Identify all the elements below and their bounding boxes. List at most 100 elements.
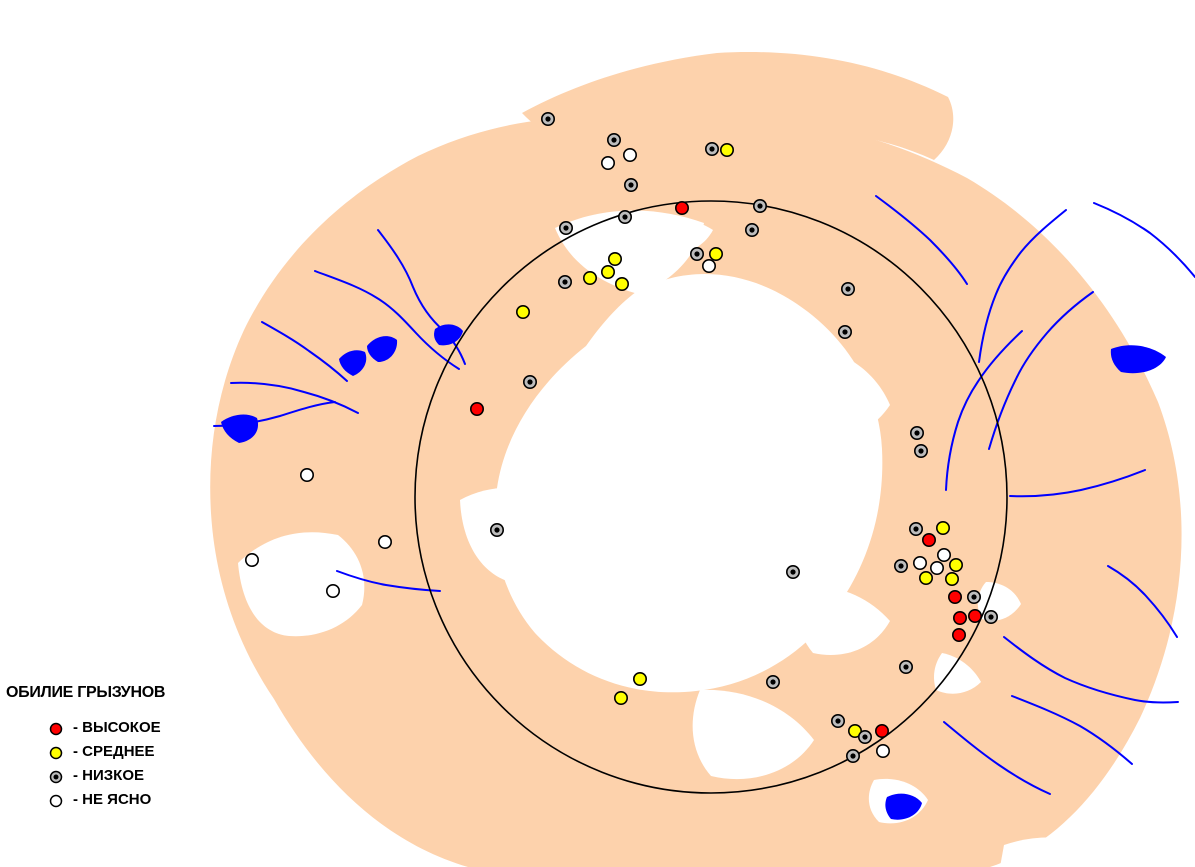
observation-marker-unclear-1 (600, 156, 615, 171)
marker-center-low-15 (918, 448, 924, 454)
marker-outline-medium-1 (719, 143, 734, 158)
marker-center-low-8 (757, 203, 763, 209)
marker-center-low-3 (628, 182, 634, 188)
observation-marker-low-25 (857, 729, 872, 744)
observation-marker-high-7 (951, 627, 966, 642)
marker-center-low-4 (622, 214, 628, 220)
marker-center-low-18 (898, 563, 904, 569)
river-dnieper (943, 721, 1051, 795)
legend-low-marker-center (53, 774, 59, 780)
barents-sea (795, 585, 890, 655)
river-mackenzie (377, 229, 466, 365)
legend-label-low: - НИЗКОЕ (73, 767, 145, 784)
land-alaska-chukotka (520, 97, 913, 242)
river-volga (1003, 636, 1179, 704)
observation-marker-medium-2 (607, 252, 622, 267)
river-don (1011, 695, 1133, 765)
marker-center-low-22 (903, 664, 909, 670)
legend-high-marker-circle (49, 722, 63, 736)
marker-outline-medium-5 (614, 276, 629, 291)
marker-center-low-23 (770, 679, 776, 685)
observation-marker-unclear-9 (929, 560, 944, 575)
observation-marker-low-24 (830, 713, 845, 728)
marker-outline-high-2 (469, 401, 484, 416)
marker-outline-medium-11 (944, 571, 959, 586)
observation-marker-low-14 (909, 425, 924, 440)
river-churchill (230, 381, 359, 414)
observation-marker-high-1 (674, 201, 689, 216)
lake-athabasca (434, 324, 463, 346)
land-yamal (876, 466, 925, 564)
observation-marker-high-5 (952, 610, 967, 625)
marker-center-low-2 (611, 137, 617, 143)
legend-label-unclear: - НЕ ЯСНО (73, 791, 152, 808)
observation-marker-low-23 (765, 674, 780, 689)
legend-label-medium: - СРЕДНЕЕ (73, 743, 155, 760)
marker-center-low-12 (842, 329, 848, 335)
marker-outline-unclear-2 (622, 148, 637, 163)
observation-marker-low-26 (845, 748, 860, 763)
marker-center-low-20 (971, 594, 977, 600)
marker-center-low-26 (850, 753, 856, 759)
arctic-circle (414, 200, 1008, 794)
legend-label-high: - ВЫСОКОЕ (73, 719, 161, 736)
marker-outline-high-3 (921, 532, 936, 547)
observation-marker-medium-9 (948, 557, 963, 572)
observation-marker-unclear-8 (912, 555, 927, 570)
river-yukon (314, 270, 460, 370)
marker-outline-unclear-1 (600, 156, 615, 171)
marker-outline-medium-7 (708, 247, 723, 262)
arctic-ocean-center (494, 274, 883, 693)
marker-outline-medium-9 (948, 557, 963, 572)
river-kolyma (875, 195, 968, 285)
mediterranean-edge (1000, 837, 1102, 867)
observation-marker-medium-8 (935, 520, 950, 535)
marker-outline-medium-10 (918, 570, 933, 585)
observation-marker-high-6 (967, 608, 982, 623)
river-pechora (1009, 469, 1146, 498)
land-kola (930, 596, 981, 656)
marker-outline-unclear-9 (929, 560, 944, 575)
observation-marker-medium-1 (719, 143, 734, 158)
observation-marker-high-4 (947, 589, 962, 604)
observation-marker-unclear-7 (325, 583, 340, 598)
observation-marker-unclear-10 (936, 547, 951, 562)
observation-marker-medium-12 (632, 671, 647, 686)
river-lena (978, 209, 1067, 363)
lake-great-bear (339, 350, 367, 376)
marker-center-low-21 (988, 614, 994, 620)
marker-outline-medium-6 (515, 304, 530, 319)
land-siberia-east (897, 164, 1070, 383)
marker-outline-unclear-6 (245, 552, 260, 567)
marker-outline-unclear-7 (325, 583, 340, 598)
observation-marker-low-16 (489, 522, 504, 537)
river-yenisei (988, 291, 1094, 450)
observation-marker-low-2 (606, 133, 621, 148)
observation-marker-medium-13 (613, 690, 628, 705)
legend-row-medium: - СРЕДНЕЕ (6, 740, 246, 764)
observation-marker-low-12 (837, 324, 852, 339)
marker-outline-medium-4 (582, 270, 597, 285)
observation-marker-low-22 (898, 659, 913, 674)
marker-center-low-1 (545, 116, 551, 122)
observation-marker-unclear-5 (377, 534, 392, 549)
lake-ladoga (885, 793, 922, 820)
marker-outline-unclear-3 (701, 258, 716, 273)
observation-marker-low-18 (893, 558, 908, 573)
lake-baikal (1110, 345, 1166, 374)
river-irtysh (1107, 565, 1178, 638)
observation-marker-low-13 (522, 374, 537, 389)
marker-outline-high-5 (952, 610, 967, 625)
land-arctic-island-2 (434, 414, 494, 467)
observation-marker-low-19 (785, 564, 800, 579)
marker-center-low-5 (563, 225, 569, 231)
lake-great-slave (367, 336, 398, 362)
marker-outline-unclear-4 (299, 467, 314, 482)
marker-outline-medium-8 (935, 520, 950, 535)
marker-center-low-13 (527, 379, 533, 385)
river-ob (945, 330, 1023, 491)
observation-marker-low-8 (752, 199, 767, 214)
lake-winnipeg (221, 414, 259, 443)
observation-marker-unclear-4 (299, 467, 314, 482)
